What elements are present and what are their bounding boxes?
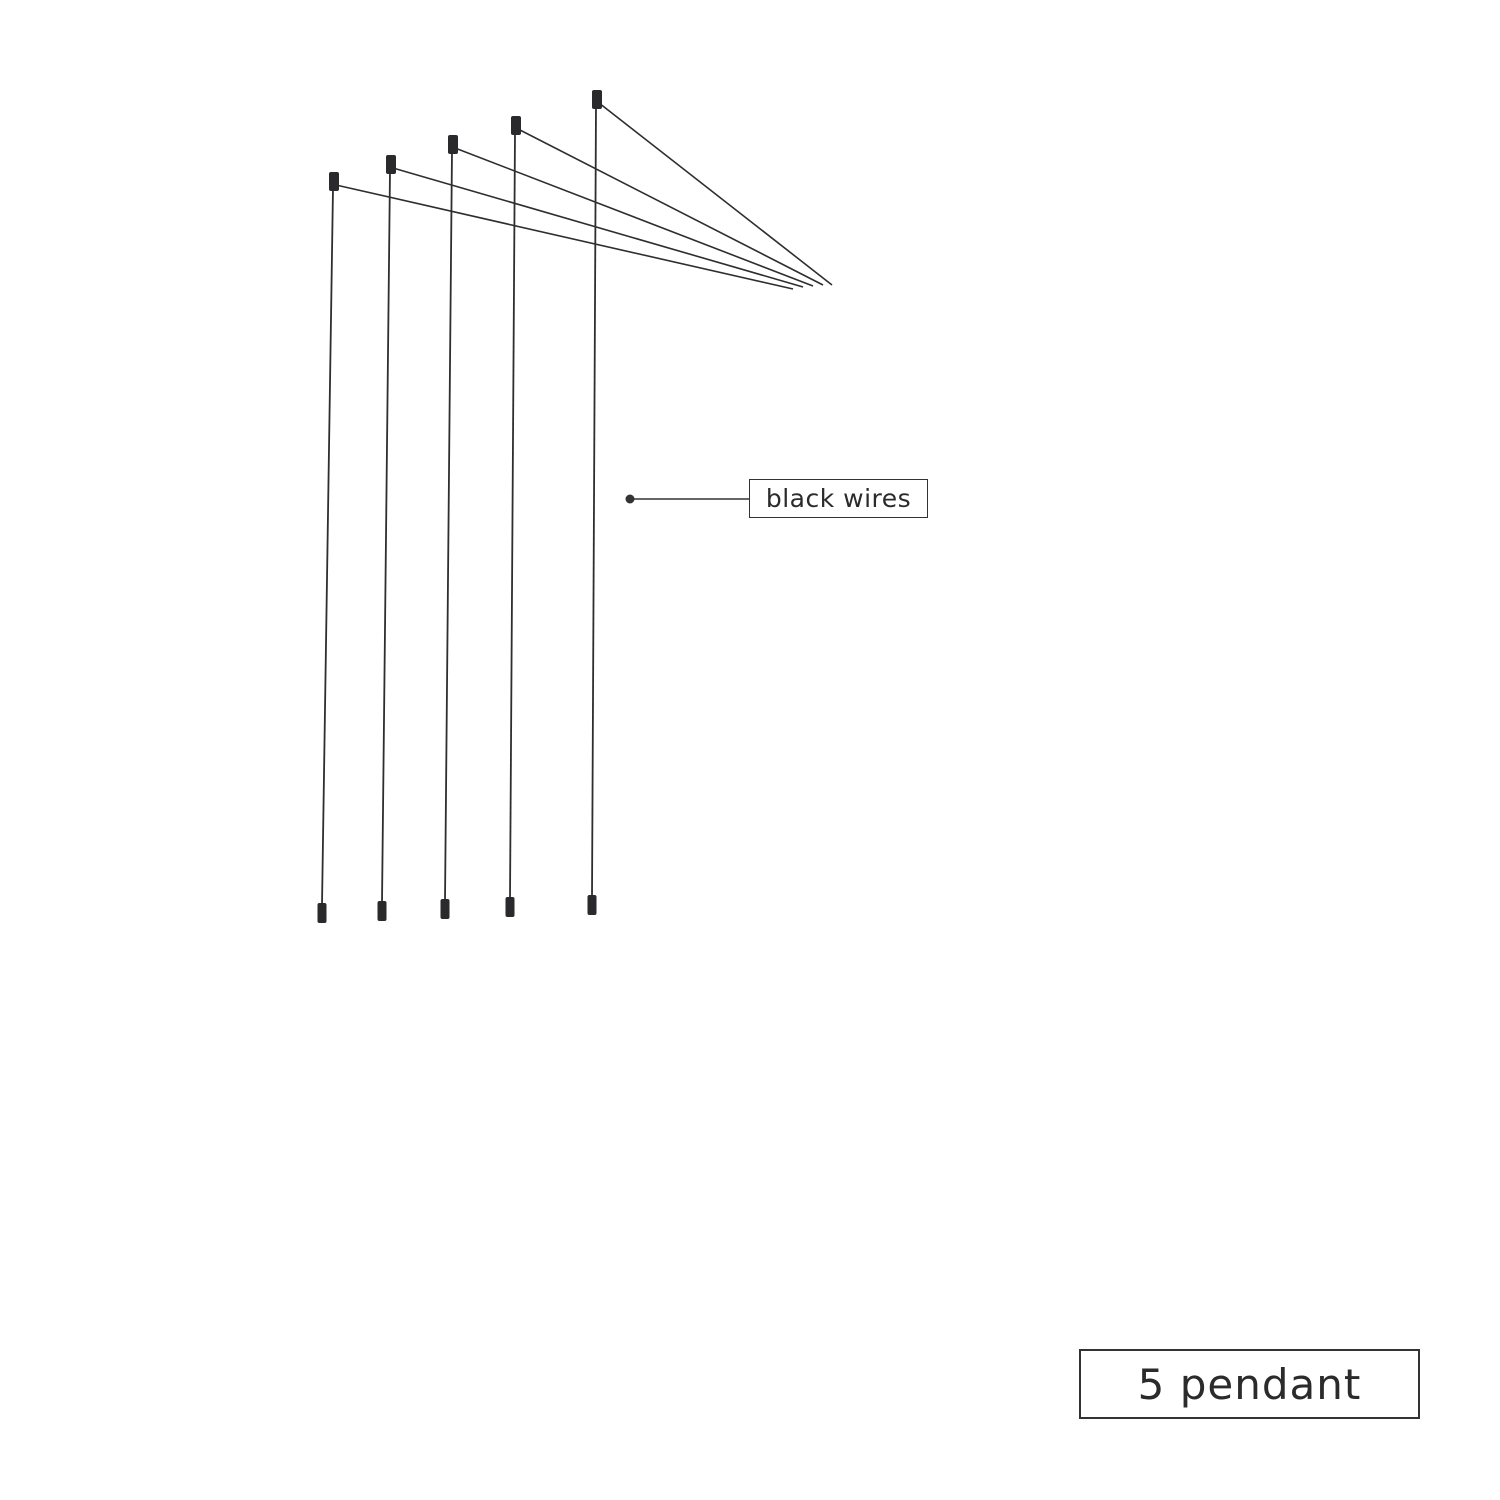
ceiling-canopy-2 [386,155,396,174]
pendant-lamp-2 [377,901,387,921]
ceiling-canopy-5 [592,90,602,109]
callout-label-black-wires: black wires [749,479,928,518]
power-wire-1 [335,184,794,290]
suspension-wire-5 [591,105,597,898]
ceiling-canopy-4 [511,116,521,135]
pendant-lamp-1 [317,903,327,923]
ceiling-canopy-3 [448,135,458,154]
power-wire-4 [517,128,824,286]
ceiling-canopy-1 [329,172,339,191]
pendant-lamp-3 [440,899,450,919]
product-title: 5 pendant [1079,1349,1420,1419]
pendant-lamp-4 [505,897,515,917]
suspension-wire-4 [509,131,516,900]
suspension-wire-1 [321,187,334,906]
power-wire-5 [598,102,833,286]
power-wire-2 [392,167,804,288]
suspension-wire-2 [381,170,391,904]
suspension-wire-3 [444,150,453,902]
callout-dot [625,494,635,504]
power-wire-3 [454,147,814,287]
pendant-lamp-5 [587,895,597,915]
